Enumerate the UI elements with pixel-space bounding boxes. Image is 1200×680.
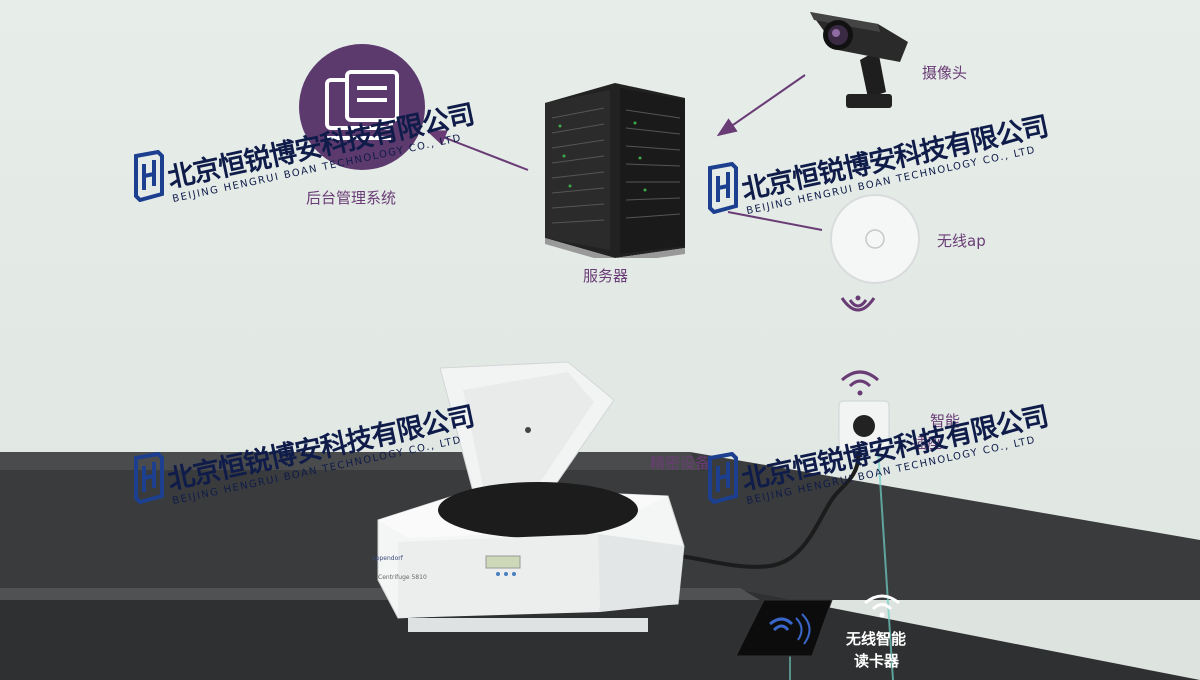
company-logo-icon — [134, 452, 164, 504]
company-watermark: 北京恒锐博安科技有限公司 BEIJING HENGRUI BOAN TECHNO… — [702, 111, 1060, 218]
smart-socket-label-line2: 插座 — [912, 434, 943, 452]
precision-device-label: 精密设备 — [650, 454, 711, 472]
server-label: 服务器 — [583, 267, 629, 285]
wifi-signal-icon — [838, 368, 882, 398]
server-rack-image — [540, 78, 690, 264]
camera-label: 摄像头 — [922, 64, 968, 82]
smart-socket-image — [838, 400, 890, 452]
company-logo-icon — [708, 452, 738, 504]
wifi-signal-icon — [836, 292, 880, 326]
wifi-signal-icon — [862, 592, 902, 620]
card-reader-label-line1: 无线智能 — [846, 630, 907, 648]
company-logo-icon — [134, 150, 164, 202]
admin-system-icon — [297, 42, 427, 172]
device-brand-text: eppendorf — [372, 555, 404, 562]
device-model-text: Centrifuge 5810 — [378, 574, 427, 581]
arrow-camera-to-server — [716, 74, 806, 137]
wireless-ap-label: 无线ap — [937, 232, 986, 250]
company-logo-icon — [708, 162, 738, 214]
smart-socket-label-line1: 智能 — [930, 412, 961, 430]
line-ap-to-server — [727, 211, 823, 231]
camera-image — [808, 2, 918, 117]
company-watermark: 北京恒锐博安科技有限公司 BEIJING HENGRUI BOAN TECHNO… — [128, 401, 486, 508]
arrow-server-to-admin — [426, 130, 529, 171]
card-reader-image — [734, 598, 834, 658]
card-reader-label-line2: 读卡器 — [854, 652, 900, 670]
admin-system-label: 后台管理系统 — [306, 189, 397, 207]
company-watermark: 北京恒锐博安科技有限公司 BEIJING HENGRUI BOAN TECHNO… — [128, 99, 486, 206]
company-watermark: 北京恒锐博安科技有限公司 BEIJING HENGRUI BOAN TECHNO… — [702, 401, 1060, 508]
wireless-ap-image — [830, 194, 920, 284]
centrifuge-image: eppendorf Centrifuge 5810 — [368, 360, 688, 640]
